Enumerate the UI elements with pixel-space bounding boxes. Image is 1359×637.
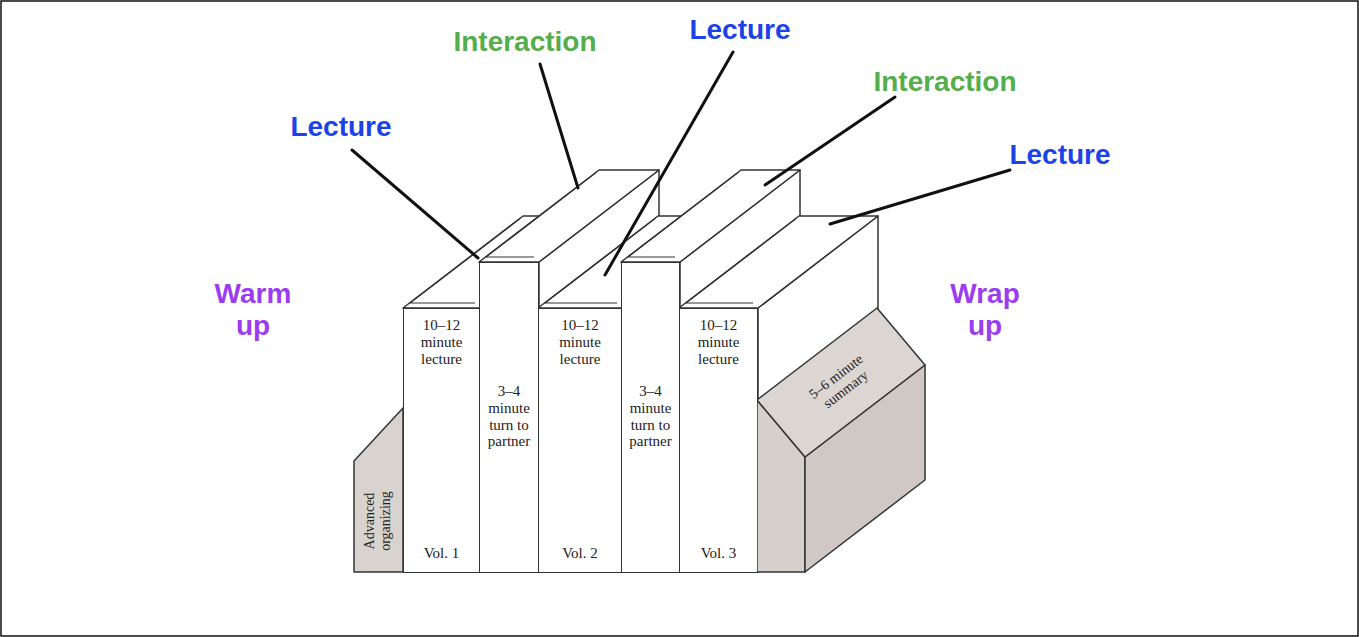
warm-up-bookend: Advanced organizing	[353, 405, 404, 573]
interaction-book: 3–4 minute turn to partner	[621, 262, 680, 573]
volume-number: Vol. 3	[701, 545, 737, 562]
book-top	[679, 216, 878, 308]
bookend-text: Advanced organizing	[362, 480, 393, 562]
book-cover-edge	[628, 172, 738, 257]
phase-label: Wrap up	[935, 278, 1035, 342]
segment-label: Lecture	[689, 14, 790, 46]
phase-label: Warm up	[203, 278, 303, 342]
volume-number: Vol. 1	[424, 545, 460, 562]
leader-line	[605, 52, 733, 275]
book-title: 3–4 minute turn to partner	[483, 383, 535, 450]
segment-label: Interaction	[873, 66, 1016, 98]
book-cover-edge	[686, 218, 796, 303]
lecture-book: 10–12 minute lectureVol. 3	[679, 308, 758, 573]
book-title: 10–12 minute lecture	[684, 317, 753, 367]
bookend-outline	[757, 306, 927, 574]
leader-line	[830, 170, 1010, 224]
book-title: 10–12 minute lecture	[543, 317, 617, 367]
lecture-book: 10–12 minute lectureVol. 1	[403, 308, 480, 573]
wrap-up-bookend: 5–6 minute summary	[757, 306, 927, 574]
segment-label: Lecture	[1009, 139, 1110, 171]
volume-number: Vol. 2	[562, 545, 598, 562]
book-title: 3–4 minute turn to partner	[625, 383, 676, 450]
leader-line	[765, 97, 895, 185]
leader-line	[352, 150, 478, 258]
book-cover-edge	[486, 172, 596, 257]
bookend-face	[757, 308, 925, 457]
bookend-face	[354, 408, 403, 572]
leader-line	[540, 64, 578, 188]
segment-label: Lecture	[290, 111, 391, 143]
segment-label: Interaction	[453, 26, 596, 58]
book-title: 10–12 minute lecture	[408, 317, 475, 367]
interaction-book: 3–4 minute turn to partner	[479, 262, 539, 573]
lecture-book: 10–12 minute lectureVol. 2	[538, 308, 622, 573]
